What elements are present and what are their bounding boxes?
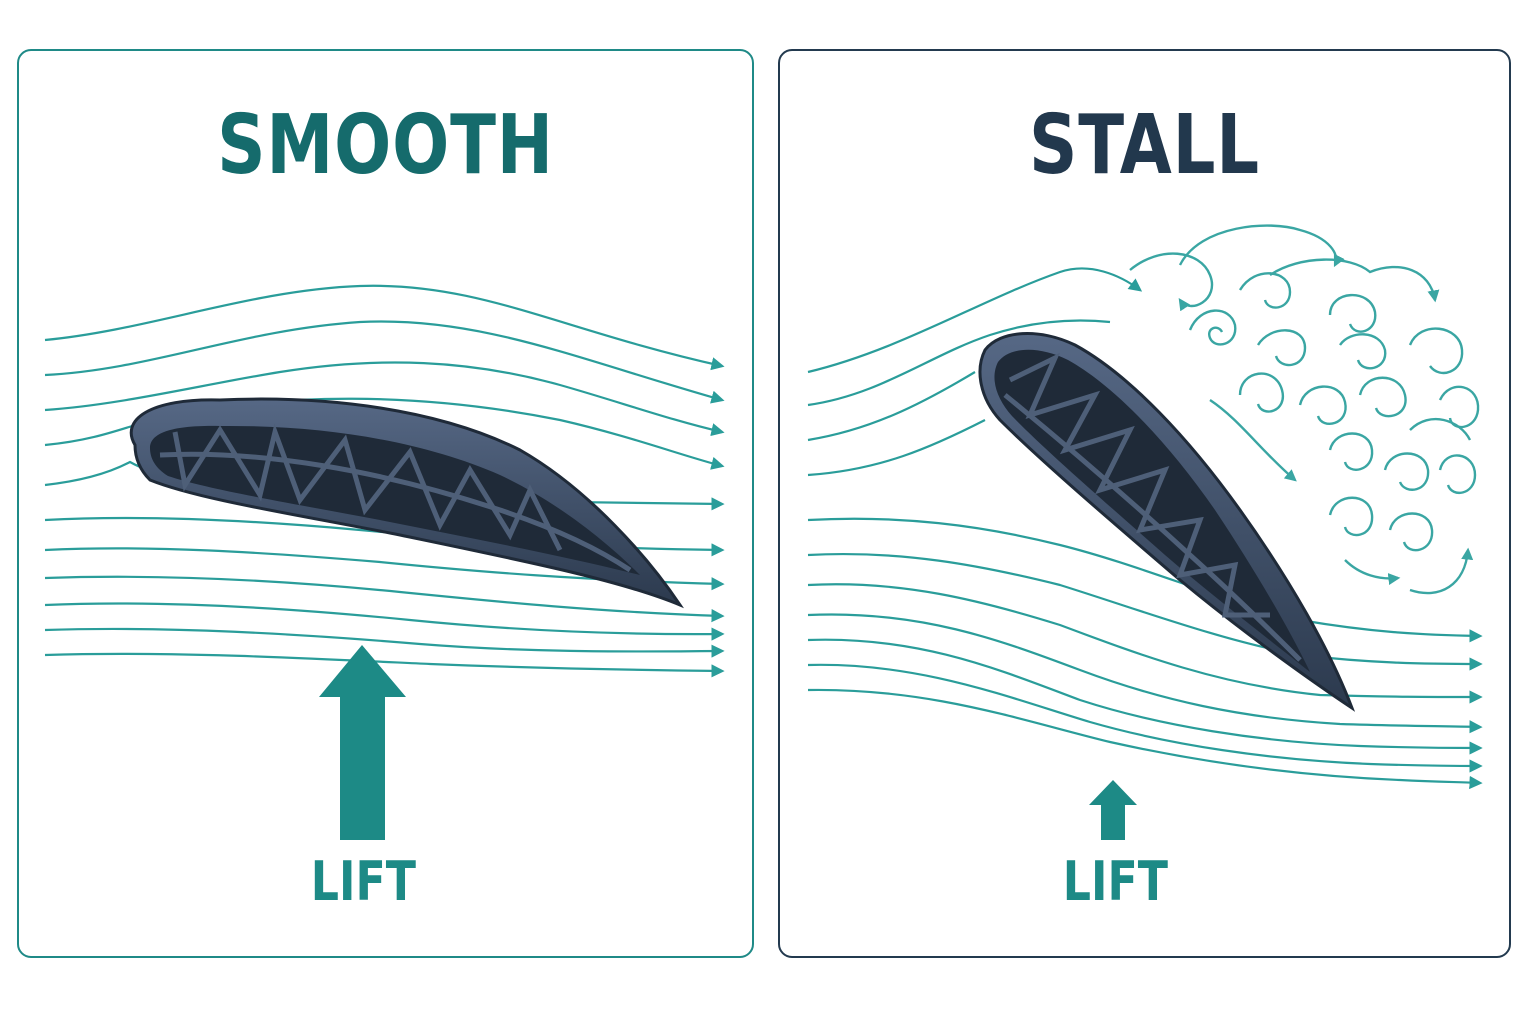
stall-streamlines <box>807 267 1483 790</box>
swirl-icon <box>1358 376 1407 418</box>
stall-streamline <box>807 638 1483 755</box>
swirl-icon <box>1438 454 1477 495</box>
stall-streamline <box>807 267 1143 374</box>
swirl-icon <box>1298 385 1347 425</box>
up-arrow-icon <box>1089 780 1137 840</box>
smooth-lift-label: LIFT <box>310 850 416 913</box>
smooth-streamline <box>44 361 725 437</box>
swirl-icon <box>1129 252 1214 312</box>
swirl-icon <box>1209 399 1297 482</box>
swirl-icon <box>1328 496 1374 537</box>
smooth-streamline <box>44 284 725 371</box>
smooth-streamline <box>44 602 725 641</box>
stall-streamline <box>807 319 1111 407</box>
stall-airfoil <box>978 332 1356 712</box>
smooth-airfoil <box>129 397 684 609</box>
lift-arrow-stall <box>1089 780 1137 840</box>
stall-streamline <box>807 613 1483 734</box>
swirl-icon <box>1383 452 1430 491</box>
stall-lift-label: LIFT <box>1062 850 1168 913</box>
smooth-title: SMOOTH <box>217 98 554 193</box>
stall-streamline <box>807 583 1483 704</box>
swirl-icon <box>1328 293 1377 333</box>
stall-title: STALL <box>1029 98 1260 193</box>
stall-streamline <box>807 371 976 442</box>
swirl-icon <box>1328 432 1374 471</box>
stall-turbulence <box>1129 224 1480 595</box>
smooth-streamline <box>44 575 725 623</box>
swirl-icon <box>1178 224 1345 268</box>
stall-streamline <box>807 663 1483 773</box>
swirl-icon <box>1409 547 1474 595</box>
smooth-streamline <box>44 627 725 658</box>
swirl-icon <box>1238 272 1292 309</box>
smooth-streamline <box>44 320 725 404</box>
swirl-icon <box>1256 329 1307 367</box>
swirl-icon <box>1188 309 1237 346</box>
smooth-streamline <box>44 652 725 678</box>
swirl-icon <box>1339 333 1387 370</box>
stall-streamline <box>807 517 1483 643</box>
swirl-icon <box>1269 258 1440 303</box>
stall-streamline <box>807 688 1483 790</box>
stall-streamline <box>807 552 1483 671</box>
swirl-icon <box>1409 417 1472 441</box>
smooth-streamline <box>44 397 725 470</box>
up-arrow-icon <box>319 645 406 840</box>
swirl-icon <box>1238 372 1285 413</box>
swirl-icon <box>1344 559 1401 586</box>
swirl-icon <box>1388 512 1434 552</box>
lift-arrow-smooth <box>319 645 406 840</box>
stall-streamline <box>807 419 986 477</box>
swirl-icon <box>1408 327 1464 375</box>
